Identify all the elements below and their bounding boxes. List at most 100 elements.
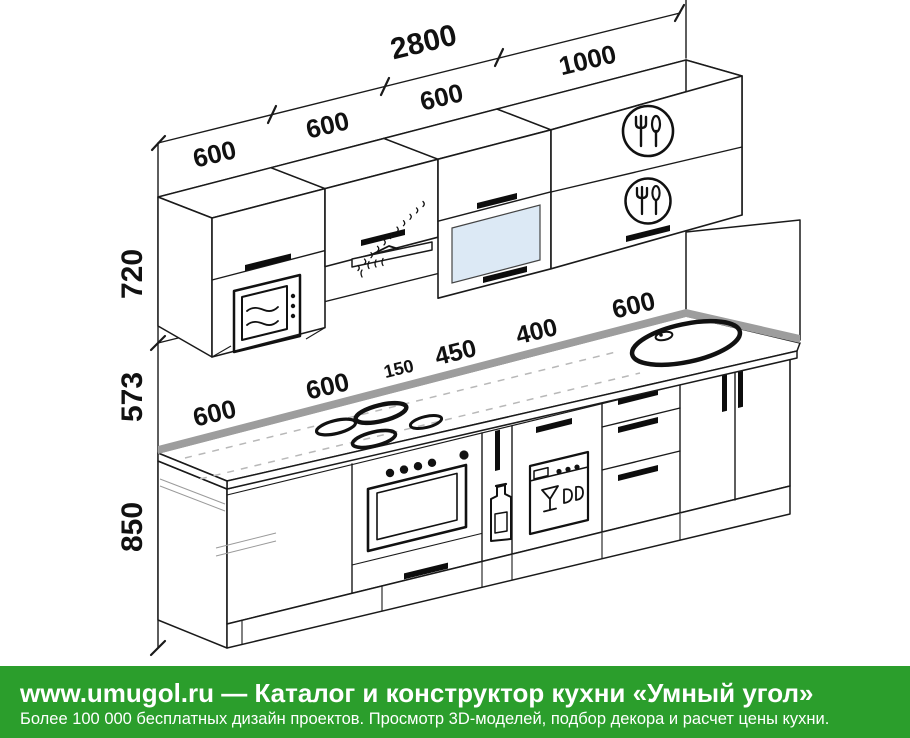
door-handle	[245, 253, 291, 271]
bottle-icon	[490, 484, 512, 542]
tick	[149, 639, 167, 657]
microwave-body	[232, 273, 302, 354]
door-split-line	[211, 249, 326, 281]
fork-glyph	[634, 114, 648, 148]
tick	[266, 104, 278, 125]
hood-canopy	[351, 241, 433, 268]
oven-knob	[459, 450, 469, 460]
dishwasher-dot	[556, 468, 562, 475]
dishwasher-icon	[528, 450, 590, 536]
microwave-icon	[232, 273, 302, 354]
niche-floor-line	[305, 327, 326, 340]
hood-steam	[360, 257, 384, 278]
dishwasher-handle	[536, 418, 572, 433]
dim-base-1: 600	[190, 393, 239, 432]
microwave-button	[290, 303, 296, 309]
countertop	[157, 309, 801, 490]
dim-total-width: 2800	[387, 19, 460, 67]
base-cabinets	[157, 351, 791, 649]
cutlery-icon	[624, 177, 672, 225]
oven-window-inner	[376, 472, 458, 541]
microwave-waves	[246, 306, 279, 326]
fork-glyph	[635, 185, 649, 216]
oven-knob	[399, 465, 409, 474]
spoon-bowl	[650, 114, 662, 134]
wall-cabinet-microwave	[157, 166, 326, 358]
panel-grain-line	[159, 485, 226, 512]
bottle-cap	[494, 482, 508, 488]
drawer-divider	[601, 450, 681, 471]
sink-door-handle	[722, 370, 727, 412]
dim-wall-4: 1000	[556, 39, 619, 82]
tick	[493, 47, 505, 68]
burner	[353, 400, 409, 426]
panel-grain-line	[159, 478, 226, 505]
hob-icon	[314, 400, 444, 450]
base-sink-cabinet	[722, 366, 743, 501]
banner-subline: Более 100 000 бесплатных дизайн проектов…	[20, 710, 830, 728]
microwave-button	[290, 293, 296, 299]
niche-floor-line	[211, 345, 232, 358]
oven-knob	[385, 468, 395, 478]
door-handle	[477, 193, 517, 209]
cutlery-icon	[621, 104, 675, 158]
dim-height-base: 850	[116, 502, 149, 552]
door-split-line	[437, 191, 552, 222]
oven-window	[366, 463, 468, 553]
bottle-label	[494, 511, 508, 534]
dim-wall-2: 600	[303, 105, 352, 144]
oven-knob	[413, 462, 423, 471]
countertop-left-end	[157, 452, 228, 490]
sink-bowl	[629, 318, 743, 368]
door-reflection	[215, 532, 277, 549]
cutlery-circle	[624, 177, 672, 225]
cargo-handle	[495, 429, 500, 471]
hood-icon	[351, 200, 433, 278]
dim-wall-1: 600	[190, 134, 239, 173]
burner	[350, 428, 398, 450]
dim-wall-3: 600	[417, 77, 466, 116]
backsplash-strip	[158, 309, 686, 454]
drawer-handle	[618, 417, 658, 433]
cabinet-side-face	[157, 196, 213, 358]
burner	[408, 413, 444, 431]
sink-icon	[629, 318, 743, 368]
dim-height-wall-cabinet: 720	[116, 249, 149, 299]
sink-door-handle	[738, 366, 743, 408]
tick	[379, 76, 391, 97]
wall-cabinet-glass	[383, 108, 552, 299]
site-banner: www.umugol.ru — Каталог и конструктор ку…	[0, 666, 910, 738]
wall-cabinet-hood	[270, 137, 439, 278]
microwave-window	[241, 285, 288, 341]
total-width-dimension-line	[157, 12, 681, 144]
wall-cabinet-dish-rack	[496, 59, 743, 270]
microwave-button	[290, 313, 296, 319]
banner-headline: www.umugol.ru — Каталог и конструктор ку…	[20, 678, 814, 708]
base-cargo-bottle	[490, 429, 512, 542]
faucet-hole	[654, 330, 674, 342]
oven-knob	[427, 458, 437, 467]
cups-icon	[563, 485, 584, 504]
door-split-line	[550, 146, 743, 193]
door-handle	[483, 266, 527, 283]
dishwasher-dot	[574, 464, 580, 470]
door-handle	[361, 229, 405, 246]
countertop-depth-dash	[184, 350, 621, 459]
dishwasher-icon-frame	[528, 450, 590, 536]
dim-height-gap: 573	[116, 372, 149, 422]
tick	[150, 134, 167, 152]
tick	[673, 3, 686, 23]
drawer-divider	[601, 407, 681, 428]
wall-cabinets	[157, 59, 743, 358]
cabinet-front	[211, 187, 326, 358]
spoon-bowl	[651, 184, 661, 202]
tick	[149, 334, 167, 352]
dim-base-3: 150	[382, 356, 416, 382]
backsplash-strip-corner	[686, 309, 800, 343]
countertop-depth-dash	[199, 372, 641, 480]
base-cabinet-oven	[351, 450, 483, 580]
base-dishwasher	[528, 418, 590, 536]
door-reflection	[215, 540, 277, 557]
dishwasher-dot	[565, 466, 571, 472]
